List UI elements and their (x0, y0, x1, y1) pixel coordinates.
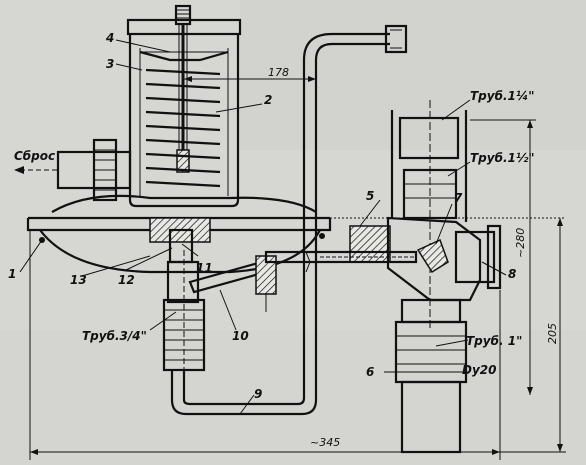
part-labels: Сброс Труб.1¼" Труб.1½" Труб.3/4" Труб. … (14, 89, 535, 377)
label-sbros: Сброс (14, 149, 55, 163)
dimension-345: ~345 (310, 436, 340, 449)
part-number-7: 7 (454, 191, 463, 205)
adjusting-screw (174, 4, 192, 173)
part-number-13: 13 (70, 273, 87, 287)
part-number-2: 2 (264, 93, 272, 107)
dimension-178: 178 (268, 66, 289, 79)
part-number-5: 5 (366, 189, 374, 203)
dimension-values: 178 ~280 205 ~345 (268, 66, 559, 449)
part-number-12: 12 (118, 273, 135, 287)
label-pipe-3-4: Труб.3/4" (82, 329, 147, 343)
part-number-4: 4 (105, 31, 114, 45)
lower-fitting (162, 250, 206, 395)
label-pipe-1-1-4: Труб.1¼" (470, 89, 535, 103)
dimension-205: 205 (546, 323, 559, 344)
diaphragm-housing (26, 194, 332, 274)
part-number-11: 11 (196, 261, 213, 275)
dimension-280: ~280 (514, 228, 527, 258)
part-number-9: 9 (254, 387, 262, 401)
relief-fitting (14, 138, 132, 202)
dimension-lines (29, 76, 566, 460)
label-pipe-1-1-2: Труб.1½" (470, 151, 535, 165)
part-number-8: 8 (508, 267, 516, 281)
label-dy20: Dy20 (462, 363, 496, 377)
part-number-10: 10 (232, 329, 249, 343)
part-number-1: 1 (8, 267, 16, 281)
lever (188, 255, 277, 312)
part-number-3: 3 (106, 57, 114, 71)
impulse-tube (170, 24, 408, 416)
part-number-6: 6 (366, 365, 374, 379)
part-numbers: 1 2 3 4 5 6 7 8 9 10 11 12 13 (8, 31, 516, 401)
main-spring (145, 68, 221, 188)
leader-lines (19, 39, 507, 415)
label-pipe-1: Труб. 1" (466, 334, 522, 348)
